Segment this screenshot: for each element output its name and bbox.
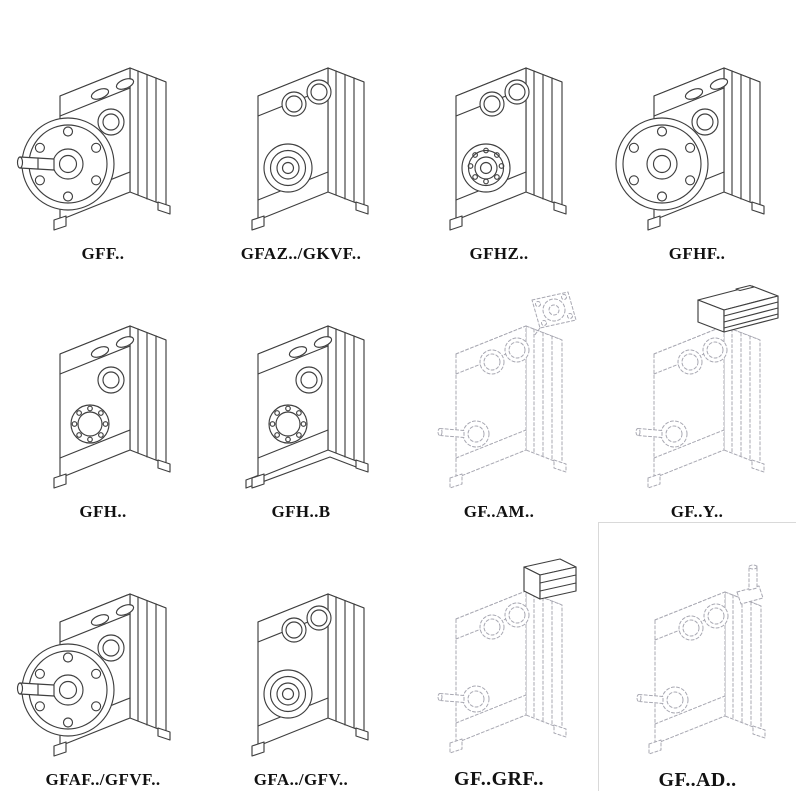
product-cell-gf-grf: GF..GRF.. [400, 522, 598, 790]
product-cell-gf-am: GF..AM.. [400, 264, 598, 522]
product-cell-gfhf: GFHF.. [598, 6, 796, 264]
product-label: GFAF../GFVF.. [45, 770, 161, 790]
product-cell-gfaf-gfvf: GFAF../GFVF.. [4, 522, 202, 790]
gearbox-input-block-illustration [437, 558, 577, 754]
product-cell-gf-y: GF..Y.. [598, 264, 796, 522]
product-label: GFHF.. [668, 244, 726, 264]
product-label: GF..Y.. [670, 502, 724, 522]
gearbox-with-motor-illustration [635, 285, 779, 489]
product-label: GF..AD.. [658, 769, 737, 791]
product-label: GFAZ../GKVF.. [240, 244, 362, 264]
product-cell-gfhz: GFHZ.. [400, 6, 598, 264]
product-label: GFH.. [79, 502, 127, 522]
product-label: GFH..B [271, 502, 331, 522]
product-label: GFHZ.. [469, 244, 529, 264]
gearbox-hollow-bore-illustration [251, 593, 369, 757]
gearbox-input-shaft-illustration [636, 564, 765, 755]
gearbox-input-adapter-illustration [437, 291, 577, 489]
product-cell-gf-ad: GF..AD.. [598, 522, 796, 791]
product-label: GF..AM.. [463, 502, 535, 522]
product-cell-gff: GFF.. [4, 6, 202, 264]
product-label: GFF.. [81, 244, 125, 264]
gearbox-hollow-bore-illustration [251, 67, 369, 231]
gearbox-foot-flange-shaft-illustration [16, 67, 171, 231]
product-cell-gfa-gfv: GFA../GFV.. [202, 522, 400, 790]
product-cell-gfh: GFH.. [4, 264, 202, 522]
gearbox-flange-mounted-illustration [615, 67, 765, 231]
gearbox-foot-flange-shaft-illustration [16, 593, 171, 757]
product-cell-gfh-b: GFH..B [202, 264, 400, 522]
gearbox-hollow-shaft-illustration [53, 325, 171, 489]
product-label: GF..GRF.. [454, 768, 544, 790]
gearbox-shrink-disc-illustration [449, 67, 567, 231]
product-cell-gfaz-gkvf: GFAZ../GKVF.. [202, 6, 400, 264]
product-label: GFA../GFV.. [253, 770, 349, 790]
gearbox-hollow-shaft-base-illustration [245, 325, 369, 489]
